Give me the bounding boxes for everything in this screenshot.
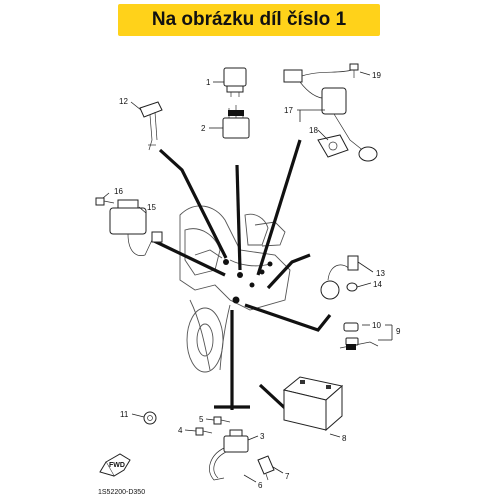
callout-18: 18: [309, 126, 318, 135]
diagram-code: 1S52200-D350: [98, 489, 145, 496]
callout-10: 10: [372, 321, 381, 330]
callout-12: 12: [119, 97, 128, 106]
callout-9: 9: [396, 327, 401, 336]
part-19-screw[interactable]: [349, 63, 359, 78]
part-5-bolt[interactable]: [213, 416, 231, 425]
fwd-arrow-icon: FWD: [99, 453, 131, 477]
callout-19: 19: [372, 71, 381, 80]
callout-13: 13: [376, 269, 385, 278]
callout-labels: 1 2 3 4 5 6 7 8 9 10 11 12 13 14 15 16 1…: [114, 71, 401, 490]
part-6-ht-lead[interactable]: [209, 447, 227, 481]
callout-15: 15: [147, 203, 156, 212]
part-1-relay[interactable]: [223, 67, 247, 97]
callout-16: 16: [114, 187, 123, 196]
part-10-fuse[interactable]: [343, 322, 359, 346]
scooter-outline: [179, 205, 291, 373]
callout-5: 5: [199, 415, 204, 424]
part-17-fuel-sender[interactable]: [283, 69, 378, 162]
part-8-battery[interactable]: [282, 376, 344, 432]
callout-8: 8: [342, 434, 347, 443]
part-3-ignition-coil[interactable]: [223, 429, 249, 453]
part-12-plug-cap[interactable]: [139, 101, 163, 151]
part-14-washer[interactable]: [346, 282, 358, 292]
title-banner: Na obrázku díl číslo 1: [118, 4, 380, 36]
callout-3: 3: [260, 432, 265, 441]
callout-17: 17: [284, 106, 293, 115]
callout-4: 4: [178, 426, 183, 435]
part-18-gasket[interactable]: [317, 134, 349, 158]
part-2-connector[interactable]: [222, 105, 250, 139]
fwd-label: FWD: [109, 462, 125, 469]
callout-1: 1: [206, 78, 211, 87]
part-11-clip[interactable]: [143, 411, 157, 425]
callout-2: 2: [201, 124, 206, 133]
part-13-sensor[interactable]: [320, 255, 359, 300]
leader-lines: [151, 139, 332, 412]
callout-14: 14: [373, 280, 382, 289]
callout-11: 11: [120, 410, 129, 419]
part-15-regulator[interactable]: [109, 199, 163, 256]
part-4-bolt[interactable]: [195, 427, 213, 436]
part-9-fuse-holder[interactable]: [339, 341, 379, 350]
callout-7: 7: [285, 472, 290, 481]
part-16-bolt[interactable]: [95, 197, 115, 206]
callout-6: 6: [258, 481, 263, 490]
part-7-plug-cap[interactable]: [257, 455, 275, 481]
